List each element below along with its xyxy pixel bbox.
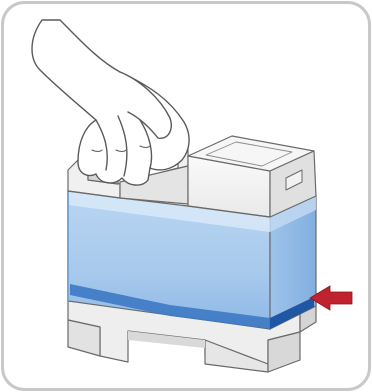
tank-removal-illustration (0, 0, 372, 392)
illustration-panel (0, 0, 372, 392)
